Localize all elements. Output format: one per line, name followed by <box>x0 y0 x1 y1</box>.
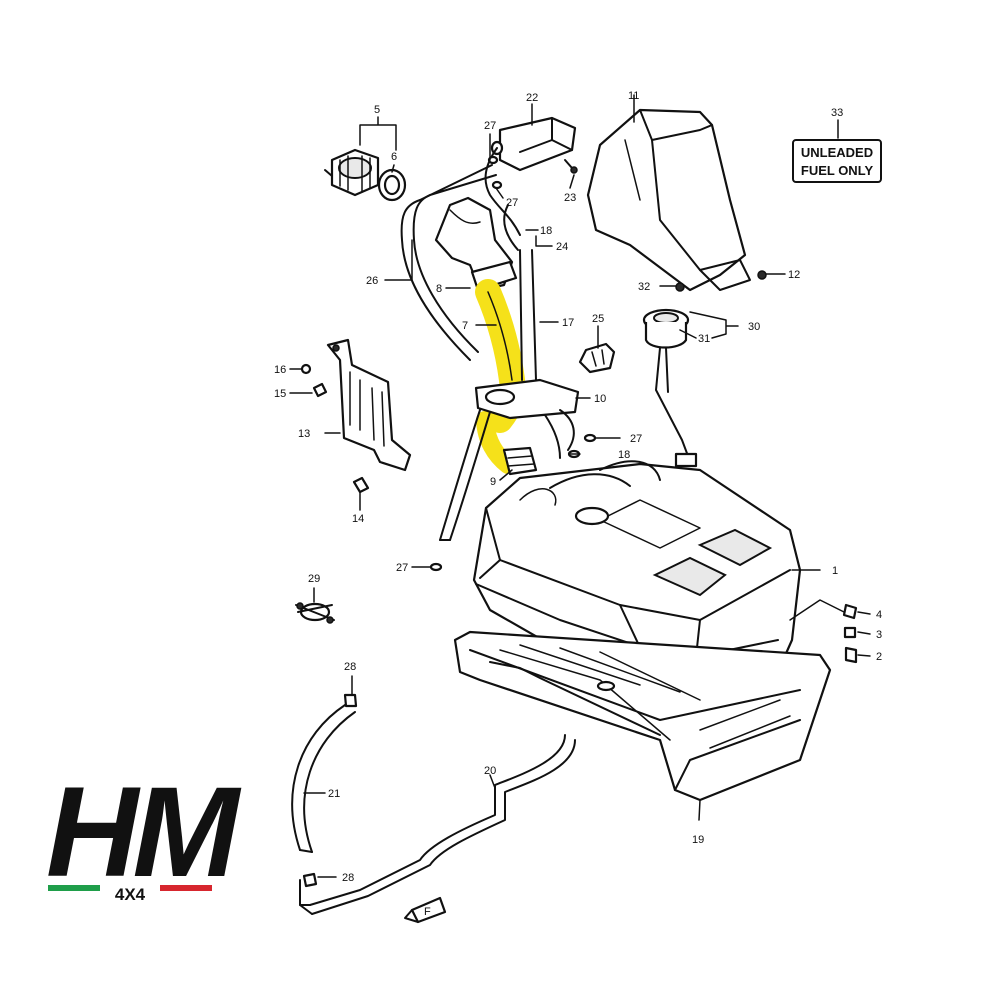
callout-23: 23 <box>564 192 576 204</box>
fuel-filter <box>484 116 578 236</box>
fuel-cap <box>324 148 407 202</box>
logo-sub-text: 4X4 <box>115 885 146 904</box>
callout-22: 22 <box>526 92 538 104</box>
callout-30: 30 <box>748 321 760 333</box>
callout-20: 20 <box>484 765 496 777</box>
callout-6: 6 <box>391 151 397 163</box>
callout-7: 7 <box>462 320 468 332</box>
callout-4: 4 <box>876 609 882 621</box>
callout-11: 11 <box>628 90 639 102</box>
callout-31: 31 <box>698 333 710 345</box>
front-arrow-icon: F <box>404 896 447 924</box>
callout-15: 15 <box>274 388 286 400</box>
callout-10: 10 <box>594 393 606 405</box>
callout-numbers: 1 2 3 4 5 6 7 8 9 10 11 12 13 14 15 16 1… <box>274 90 882 884</box>
fasteners <box>300 155 858 888</box>
callout-32: 32 <box>638 281 650 293</box>
callout-29: 29 <box>308 573 320 585</box>
callout-25: 25 <box>592 313 604 325</box>
logo-flag-green <box>48 885 100 891</box>
callout-28b: 28 <box>342 872 354 884</box>
hose-clip <box>578 342 616 374</box>
hm-4x4-logo: HM 4X4 <box>46 761 247 904</box>
callout-19: 19 <box>692 834 704 846</box>
leader-lines <box>289 94 871 878</box>
logo-main-text: HM <box>46 761 241 904</box>
callout-13: 13 <box>298 428 310 440</box>
tank-guard <box>453 630 832 802</box>
callout-28a: 28 <box>344 661 356 673</box>
callout-26: 26 <box>366 275 378 287</box>
callout-27a: 27 <box>484 120 496 132</box>
callout-27d: 27 <box>396 562 408 574</box>
logo-flag-red <box>160 885 212 891</box>
callout-14: 14 <box>352 513 364 525</box>
tank-cover <box>586 108 751 292</box>
callout-12: 12 <box>788 269 800 281</box>
callout-27c: 27 <box>630 433 642 445</box>
fuel-gauge-unit <box>642 308 698 468</box>
hose-clamp <box>295 602 335 624</box>
breather-hose-26 <box>400 199 471 361</box>
callout-3: 3 <box>876 629 882 641</box>
callout-2: 2 <box>876 651 882 663</box>
callout-18b: 18 <box>618 449 630 461</box>
unleaded-fuel-label: UNLEADED FUEL ONLY <box>792 139 882 183</box>
svg-text:F: F <box>424 906 431 918</box>
callout-8: 8 <box>436 283 442 295</box>
callout-21: 21 <box>328 788 340 800</box>
callout-18a: 18 <box>540 225 552 237</box>
callout-17: 17 <box>562 317 574 329</box>
callout-27b: 27 <box>506 197 518 209</box>
callout-1: 1 <box>832 565 838 577</box>
label-33-line1: UNLEADED <box>801 145 873 160</box>
pipe-20 <box>299 734 576 915</box>
filler-neck-assembly <box>434 196 580 476</box>
mounting-bracket <box>326 338 412 472</box>
callout-9: 9 <box>490 476 496 488</box>
hose-21 <box>291 693 358 853</box>
label-33-line2: FUEL ONLY <box>801 163 874 178</box>
callout-24: 24 <box>556 241 568 253</box>
callout-33: 33 <box>831 107 843 119</box>
callout-5: 5 <box>374 104 380 116</box>
callout-16: 16 <box>274 364 286 376</box>
